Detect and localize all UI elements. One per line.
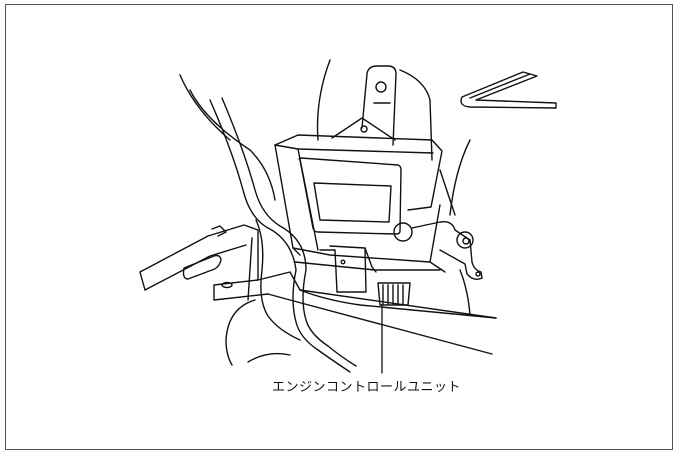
wiring-harness — [209, 97, 357, 373]
cross-member — [257, 271, 497, 355]
callout-label: エンジンコントロールユニット — [272, 380, 462, 395]
body-panel-lines — [179, 59, 471, 316]
lower-panel — [225, 299, 291, 366]
diagram-frame — [5, 4, 673, 450]
ecu-box — [274, 134, 446, 293]
mounting-bracket — [331, 65, 397, 146]
left-support-arm — [139, 224, 269, 301]
side-lever — [393, 220, 483, 281]
right-bracket — [460, 71, 557, 109]
